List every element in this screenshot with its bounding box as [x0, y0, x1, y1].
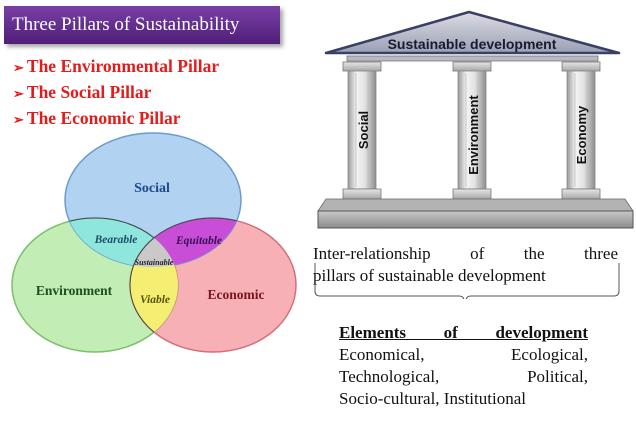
sustainable-label: Sustainable	[135, 258, 174, 267]
list-item: ➢The Social Pillar	[13, 80, 219, 106]
economic-label: Economic	[208, 287, 265, 302]
column-label-social: Social	[356, 111, 371, 149]
elements-row: Technological, Political,	[339, 367, 588, 386]
column-label-economy: Economy	[574, 105, 589, 164]
venn-diagram: Social Environment Economic Bearable Equ…	[11, 132, 297, 353]
caption-line-1: Inter-relationship of the three	[313, 244, 618, 263]
temple-roof: Sustainable development	[324, 10, 621, 62]
viable-label: Viable	[140, 294, 170, 306]
column-economy: Economy	[561, 61, 601, 200]
roof-label: Sustainable development	[388, 36, 557, 52]
column-social: Social	[342, 61, 382, 200]
caption-bracket	[314, 263, 620, 299]
caption-line-2: pillars of sustainable development	[313, 266, 546, 285]
bearable-region	[65, 217, 179, 267]
bearable-label: Bearable	[94, 234, 138, 246]
elements-of-development: Elements of development Economical, Ecol…	[339, 322, 588, 410]
arrow-bullet-icon: ➢	[13, 86, 24, 101]
page-title: Three Pillars of Sustainability	[12, 14, 240, 35]
list-item-label: The Environmental Pillar	[26, 56, 220, 76]
environment-label: Environment	[36, 283, 113, 298]
elements-heading: Elements of development	[339, 323, 588, 342]
social-label: Social	[134, 181, 170, 196]
equitable-region	[129, 217, 241, 267]
column-label-environment: Environment	[466, 95, 481, 175]
arrow-bullet-icon: ➢	[13, 112, 24, 127]
pillars-list: ➢The Environmental Pillar ➢The Social Pi…	[13, 54, 219, 132]
list-item: ➢The Environmental Pillar	[13, 54, 219, 80]
title-banner: Three Pillars of Sustainability	[4, 6, 280, 44]
caption: Inter-relationship of the three pillars …	[313, 243, 618, 287]
elements-row: Socio-cultural, Institutional	[339, 389, 526, 408]
equitable-label: Equitable	[175, 235, 222, 247]
column-environment: Environment	[452, 61, 492, 200]
elements-row: Economical, Ecological,	[339, 345, 588, 364]
temple-base	[317, 198, 634, 229]
list-item-label: The Economic Pillar	[26, 108, 181, 128]
list-item-label: The Social Pillar	[26, 82, 152, 102]
list-item: ➢The Economic Pillar	[13, 106, 219, 132]
arrow-bullet-icon: ➢	[13, 60, 24, 75]
